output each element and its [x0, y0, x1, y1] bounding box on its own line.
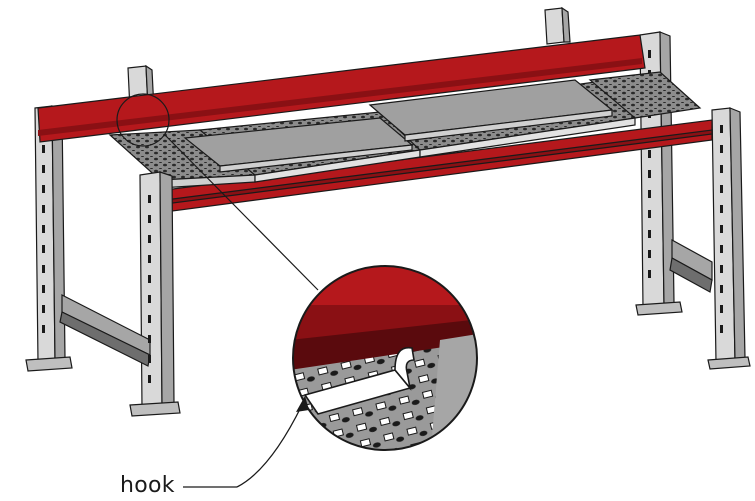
hook-callout-label: hook — [120, 473, 175, 498]
detail-leader-line — [164, 134, 319, 291]
detail-zoom-circle — [292, 265, 478, 451]
hook-icon — [303, 346, 415, 415]
post-slots-left — [42, 125, 151, 383]
hook-callout-arrow — [183, 404, 303, 488]
post-slots-right — [648, 50, 723, 333]
arrowhead-icon — [296, 396, 309, 412]
rear-beam — [164, 119, 713, 213]
hook-detail-zoom — [293, 266, 477, 450]
detail-marker-circle — [116, 93, 170, 147]
deck-panels — [108, 71, 702, 189]
left-uprights — [25, 105, 181, 417]
front-beam — [37, 34, 646, 143]
